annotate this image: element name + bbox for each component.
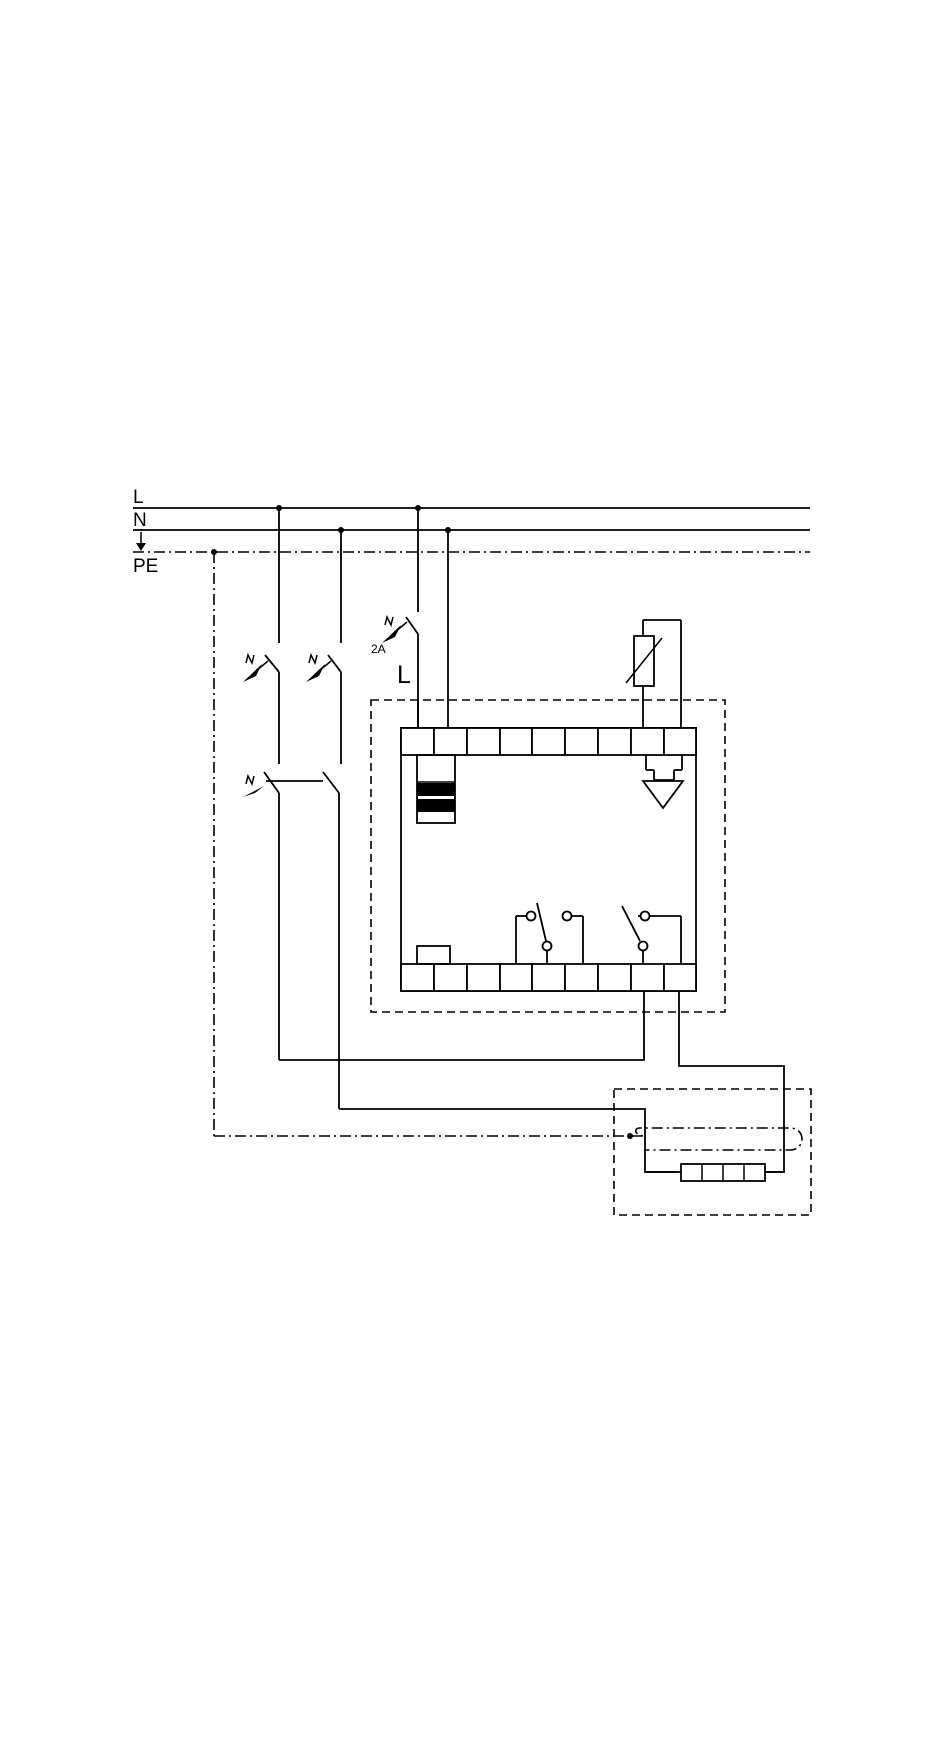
device-l-label: L [397,661,411,689]
terminal [598,728,631,755]
control-fuse: 2A [371,508,418,728]
circuit-breaker-icon [382,617,407,643]
contactor-switch [243,772,339,1109]
terminal [500,964,532,991]
indicator-block [417,946,450,964]
relay-contact-icon [516,903,583,964]
rail-label-l: L [133,487,144,508]
fuse-rating-label: 2A [371,642,386,656]
controller-body [401,728,696,991]
rail-label-pe: PE [133,556,158,577]
circuit-breaker-icon [306,655,331,682]
sensor-icon [643,755,683,808]
terminal [664,964,696,991]
terminal [565,964,598,991]
terminal-strip-bottom [401,964,696,991]
terminal [500,728,532,755]
pe-conductor [214,552,633,1139]
terminal [401,964,434,991]
supply-rails: L N PE [133,487,810,577]
heating-cable-loop [630,1128,802,1150]
terminal [532,964,565,991]
circuit-breaker-icon [243,655,268,682]
circuit-breaker-icon [243,776,264,797]
terminal [467,728,500,755]
terminal [565,728,598,755]
earth-arrow-icon [136,532,146,551]
heating-element-icon [681,1164,765,1181]
breaker-left-1 [243,508,279,764]
heater-enclosure [614,1089,811,1215]
rail-label-n: N [133,510,147,531]
terminal [467,964,500,991]
terminal-strip-top [401,728,696,755]
terminal [598,964,631,991]
terminal [664,728,696,755]
transformer-icon [417,755,455,823]
output-wiring [279,991,784,1172]
terminal [532,728,565,755]
relay-contact-icon [622,906,681,964]
terminal [631,964,664,991]
terminal [434,964,467,991]
terminal [631,728,664,755]
terminal [434,728,467,755]
thermistor-icon [626,620,681,728]
breaker-left-2 [306,530,341,764]
terminal [401,728,434,755]
